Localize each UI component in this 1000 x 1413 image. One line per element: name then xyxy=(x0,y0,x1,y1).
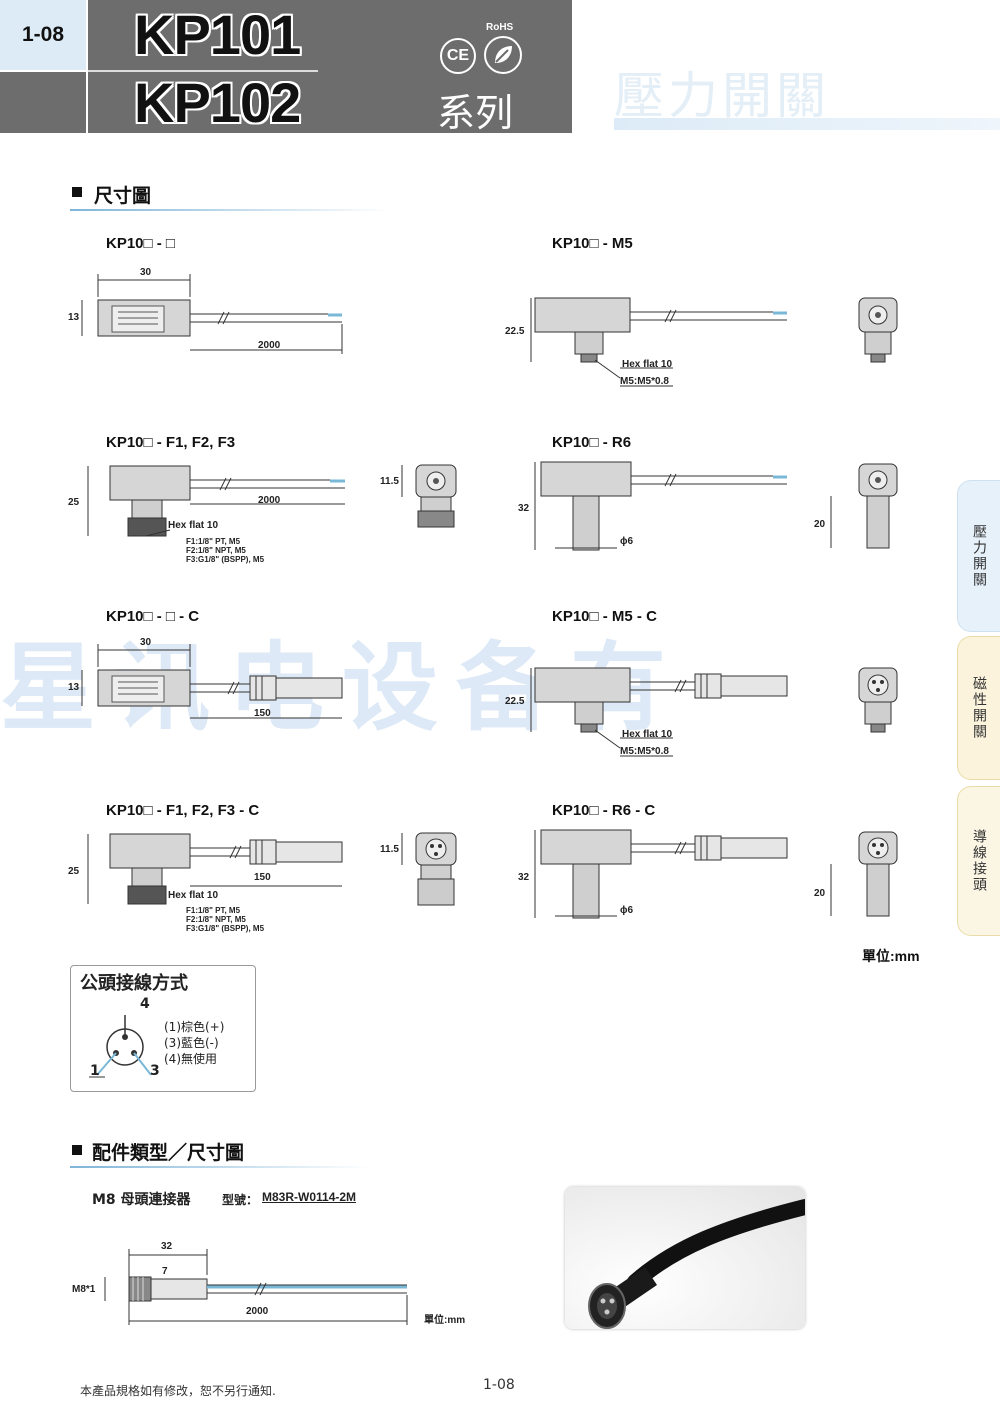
side-tab-label: 導線接頭 xyxy=(971,829,987,893)
dim-label: 2000 xyxy=(258,495,281,506)
wiring-title: 公頭接線方式 xyxy=(80,973,188,994)
dim-label: 2000 xyxy=(258,340,281,351)
rohs-label: RoHS xyxy=(486,22,514,33)
dim-label: 25 xyxy=(68,866,80,877)
dim-label: 150 xyxy=(254,872,271,883)
side-tab-label: 磁性開關 xyxy=(971,676,987,740)
dim-label: ϕ6 xyxy=(620,536,634,547)
model-kp101: KP101 xyxy=(134,3,301,66)
dim-note: F2:1/8" NPT, M5 xyxy=(186,915,246,924)
pin-label: 1 xyxy=(90,1063,100,1079)
dim-label: 13 xyxy=(68,312,80,323)
diagram-label: KP10□ - R6 - C xyxy=(552,802,656,819)
footer-page-number: 1-08 xyxy=(483,1377,515,1393)
diagram-label: KP10□ - M5 xyxy=(552,235,633,252)
dim-note: F3:G1/8" (BSPP), M5 xyxy=(186,555,265,564)
dim-note: Hex flat 10 xyxy=(168,520,219,531)
diagram-label: KP10□ - F1, F2, F3 xyxy=(106,434,236,451)
diagram-kp-f xyxy=(87,464,457,537)
dim-label: 11.5 xyxy=(380,476,399,487)
connector-pin-diagram xyxy=(89,1015,152,1078)
wiring-legend: (1)棕色(+) xyxy=(164,1020,225,1034)
category-title: 壓力開關 xyxy=(614,67,830,125)
wiring-legend: (3)藍色(-) xyxy=(164,1036,219,1050)
section-bullet-icon xyxy=(72,1145,82,1155)
dim-label: 22.5 xyxy=(505,326,525,337)
dim-label: 13 xyxy=(68,682,80,693)
diagram-label: KP10□ - R6 xyxy=(552,434,632,451)
side-tab-pressure[interactable]: 壓力開關 xyxy=(957,480,1000,632)
side-tab-label: 壓力開關 xyxy=(971,524,987,588)
accessory-name: M8 母頭連接器 xyxy=(92,1192,191,1208)
dim-label: 150 xyxy=(254,708,271,719)
series-label: 系列 xyxy=(437,91,514,135)
dim-note: M5:M5*0.8 xyxy=(620,376,669,387)
model-kp102: KP102 xyxy=(134,71,301,134)
pin-label: 4 xyxy=(140,996,150,1012)
pin-label: 3 xyxy=(150,1063,160,1079)
dim-label: 25 xyxy=(68,497,80,508)
dim-note: F2:1/8" NPT, M5 xyxy=(186,546,246,555)
connector-photo xyxy=(565,1187,813,1329)
dim-note: Hex flat 10 xyxy=(622,359,673,370)
section-underline xyxy=(70,1166,370,1168)
wiring-legend: (4)無使用 xyxy=(164,1052,217,1066)
footer-disclaimer: 本產品規格如有修改，恕不另行通知. xyxy=(80,1384,276,1398)
diagram-kp-r6 xyxy=(534,461,898,551)
section-underline xyxy=(70,209,390,211)
dim-label: 30 xyxy=(140,637,152,648)
accessory-model: M83R-W0114-2M xyxy=(262,1190,357,1204)
unit-label: 單位:mm xyxy=(424,1315,466,1326)
dim-label: 20 xyxy=(814,519,826,530)
dim-label: 20 xyxy=(814,888,826,899)
dim-note: M5:M5*0.8 xyxy=(620,746,669,757)
diagram-label: KP10□ - M5 - C xyxy=(552,608,657,625)
dim-note: Hex flat 10 xyxy=(168,890,219,901)
dim-label: 32 xyxy=(518,872,530,883)
category-bar xyxy=(614,118,1000,130)
dim-note: F3:G1/8" (BSPP), M5 xyxy=(186,924,265,933)
dim-label: 32 xyxy=(161,1241,173,1252)
unit-label: 單位:mm xyxy=(862,948,920,964)
side-tab-connector[interactable]: 導線接頭 xyxy=(957,786,1000,936)
rohs-leaf-icon xyxy=(484,36,522,74)
diagram-kp-f-c xyxy=(87,832,457,906)
dim-note: F1:1/8" PT, M5 xyxy=(186,537,241,546)
dim-label: 30 xyxy=(140,267,152,278)
section-title-dimensions: 尺寸圖 xyxy=(94,185,152,207)
dim-label: 11.5 xyxy=(380,844,399,855)
dim-note: Hex flat 10 xyxy=(622,729,673,740)
diagram-kp-m5-c xyxy=(530,667,898,757)
section-title-accessory: 配件類型／尺寸圖 xyxy=(92,1142,245,1164)
ce-mark-icon: CE xyxy=(440,38,476,74)
diagram-kp-m5 xyxy=(530,297,898,387)
dim-label: 32 xyxy=(518,503,530,514)
diagram-kp-r6-c xyxy=(534,829,898,919)
diagram-kp-basic-c xyxy=(81,644,343,719)
diagram-label: KP10□ - □ - C xyxy=(106,608,200,625)
diagram-kp-basic xyxy=(81,274,343,354)
dim-label: ϕ6 xyxy=(620,905,634,916)
section-bullet-icon xyxy=(72,187,82,197)
diagram-label: KP10□ - F1, F2, F3 - C xyxy=(106,802,260,819)
diagram-label: KP10□ - □ xyxy=(106,235,175,252)
dim-label: 2000 xyxy=(246,1306,269,1317)
header-block-left xyxy=(0,72,86,133)
page-code: 1-08 xyxy=(0,0,86,70)
dim-label: 7 xyxy=(162,1266,168,1277)
dim-label: 22.5 xyxy=(505,696,525,707)
dim-label: M8*1 xyxy=(72,1284,96,1295)
side-tab-magnetic[interactable]: 磁性開關 xyxy=(957,636,1000,780)
accessory-model-label: 型號： xyxy=(222,1193,259,1207)
header-divider xyxy=(88,70,318,72)
accessory-dimension-drawing xyxy=(104,1249,408,1325)
dim-note: F1:1/8" PT, M5 xyxy=(186,906,241,915)
